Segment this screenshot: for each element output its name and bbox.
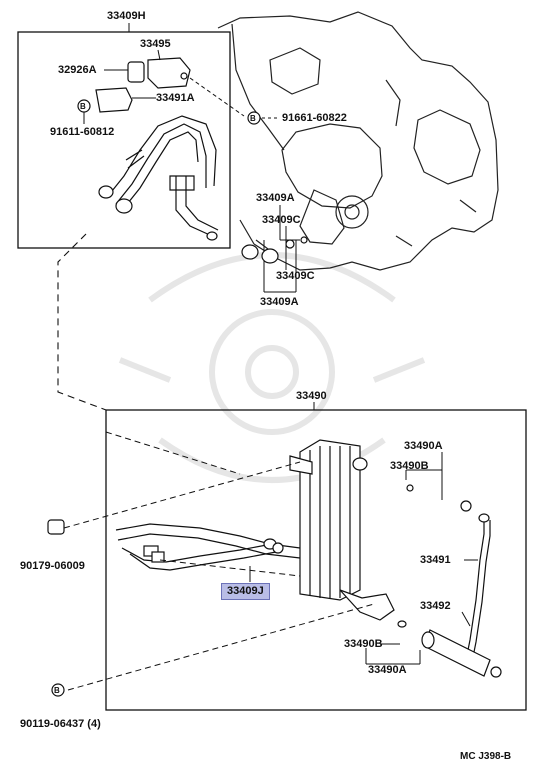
oil-cooler-box: [105, 409, 527, 711]
dashed-leaders-lower: [63, 431, 375, 691]
label-33409C-bottom[interactable]: 33409C: [276, 270, 315, 282]
label-33409H[interactable]: 33409H: [107, 10, 146, 22]
label-33491A[interactable]: 33491A: [156, 92, 195, 104]
label-33490A-bottom[interactable]: 33490A: [368, 664, 407, 676]
oil-cooler-core: [289, 439, 395, 621]
bolt-marker-3: B: [54, 686, 60, 695]
label-90179-06009[interactable]: 90179-06009: [20, 560, 85, 572]
label-33409A-top[interactable]: 33409A: [256, 192, 295, 204]
hose-33491: [406, 484, 491, 663]
label-33409C-top[interactable]: 33409C: [262, 214, 301, 226]
bolt-markers: [51, 99, 261, 697]
label-33491[interactable]: 33491: [420, 554, 451, 566]
label-90119-06437[interactable]: 90119-06437 (4): [20, 718, 101, 730]
oil-cooler-hoses-upper: [107, 115, 219, 237]
part-33492: [397, 620, 502, 678]
label-33490B-top[interactable]: 33490B: [390, 460, 429, 472]
leader-lines-lower: [249, 452, 478, 665]
bolt-marker-2: B: [250, 114, 256, 123]
label-91611-60812[interactable]: 91611-60812: [50, 126, 115, 138]
label-33490A-top[interactable]: 33490A: [404, 440, 443, 452]
union-fittings: [241, 236, 308, 264]
hose-fittings-upper: [98, 185, 218, 241]
hose-kit-box: [17, 31, 231, 249]
label-33409A-bottom[interactable]: 33409A: [260, 296, 299, 308]
clamp-assembly: [95, 57, 191, 113]
label-33409J-highlighted[interactable]: 33409J: [221, 583, 270, 600]
label-33490B-bottom[interactable]: 33490B: [344, 638, 383, 650]
label-33495[interactable]: 33495: [140, 38, 171, 50]
bolt-marker-1: B: [80, 102, 86, 111]
leader-lines-upper: [83, 49, 300, 293]
transmission-case: [217, 11, 499, 271]
pipe-fittings-lower: [47, 519, 284, 563]
watermark-emblem: [118, 252, 426, 483]
label-32926A[interactable]: 32926A: [58, 64, 97, 76]
label-33492[interactable]: 33492: [420, 600, 451, 612]
diagram-code: MC J398-B: [460, 751, 512, 762]
label-33490[interactable]: 33490: [296, 390, 327, 402]
label-91661-60822[interactable]: 91661-60822: [282, 112, 347, 124]
dashed-link: [57, 233, 107, 411]
